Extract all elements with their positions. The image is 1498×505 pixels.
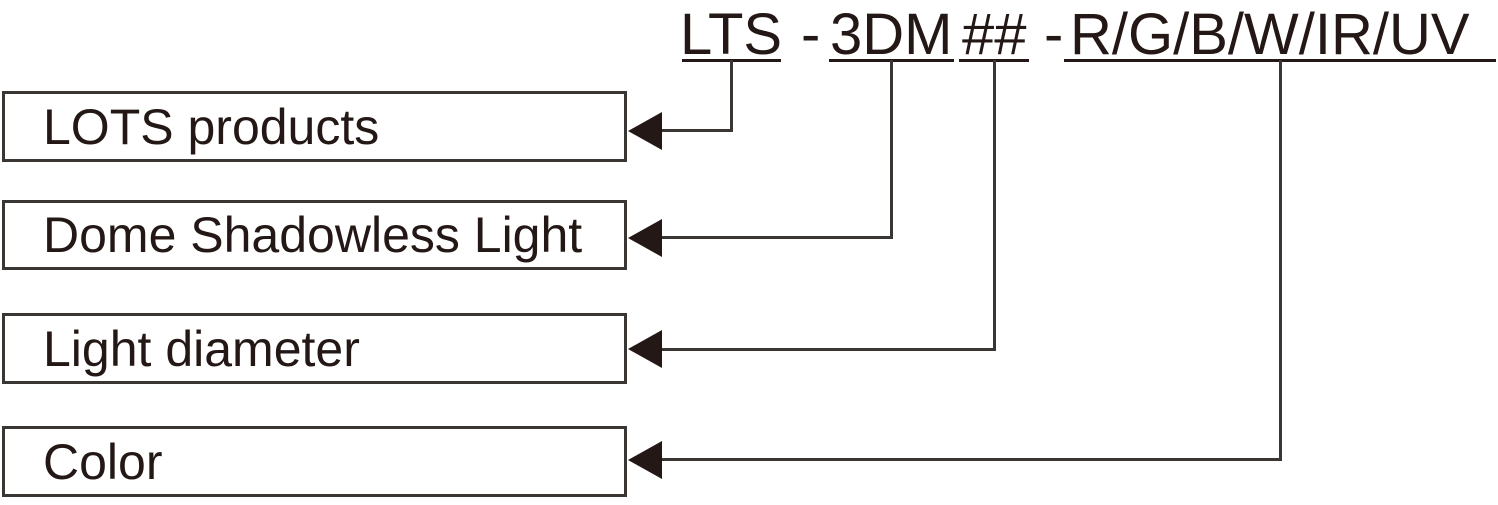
arrow-left-icon xyxy=(628,441,662,479)
label-box-light-diameter: Light diameter xyxy=(2,313,627,384)
connector-vertical-diameter xyxy=(993,60,996,351)
connector-vertical-products xyxy=(730,60,733,132)
label-text: LOTS products xyxy=(43,98,380,155)
label-text: Color xyxy=(43,433,163,490)
code-products: LTS xyxy=(680,2,783,67)
code-diameter: ## xyxy=(962,2,1027,67)
arrow-left-icon xyxy=(628,112,662,150)
code-colors: R/G/B/W/IR/UV xyxy=(1070,2,1470,67)
connector-vertical-colors xyxy=(1279,60,1282,461)
label-text: Dome Shadowless Light xyxy=(43,207,583,263)
connector-horizontal-products xyxy=(660,129,733,132)
label-box-dome-shadowless-light: Dome Shadowless Light xyxy=(2,200,627,270)
label-box-color: Color xyxy=(2,426,627,497)
connector-horizontal-diameter xyxy=(660,348,996,351)
label-box-lots-products: LOTS products xyxy=(2,91,627,162)
arrow-left-icon xyxy=(628,330,662,368)
connector-horizontal-series xyxy=(660,236,893,239)
code-separator: - xyxy=(1044,2,1064,67)
code-separator: - xyxy=(801,2,821,67)
arrow-left-icon xyxy=(628,219,662,257)
label-text: Light diameter xyxy=(43,320,360,377)
code-series: 3DM xyxy=(830,2,953,67)
connector-vertical-series xyxy=(890,60,893,239)
connector-horizontal-colors xyxy=(660,458,1282,461)
